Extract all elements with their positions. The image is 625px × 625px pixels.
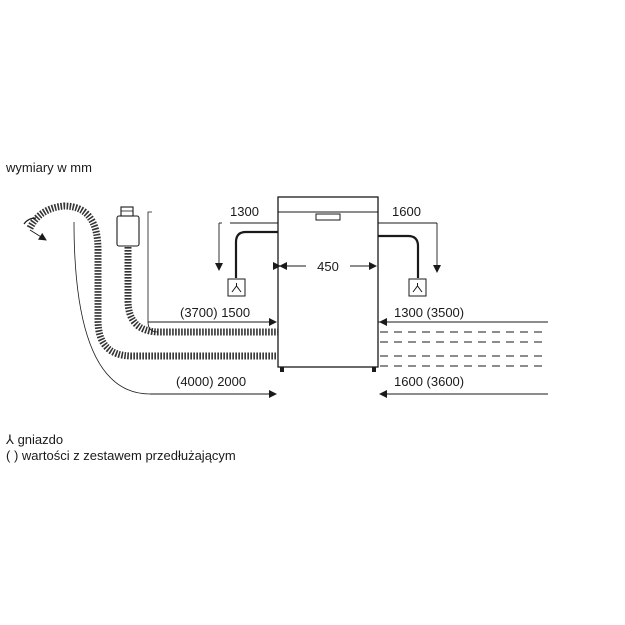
legend-extension: ( ) wartości z zestawem przedłużającym [6, 448, 236, 463]
units-note: wymiary w mm [6, 160, 92, 175]
drain-hose-end [23, 217, 47, 241]
left-short-dimension [147, 211, 277, 333]
width-label: 450 [317, 259, 339, 274]
dishwasher-outline [277, 196, 379, 372]
extension-legend-label: wartości z zestawem przedłużającym [21, 448, 236, 463]
hose-connector [116, 206, 140, 247]
right-cable-label: 1600 [392, 204, 421, 219]
drain-hose-left [26, 202, 278, 360]
socket-legend-label: gniazdo [17, 432, 64, 447]
left-cable-label: 1300 [230, 204, 259, 219]
left-socket-icon [227, 278, 246, 297]
right-hoses [378, 321, 548, 367]
right-long-label: 1600 (3600) [394, 374, 464, 389]
right-cable [378, 222, 441, 278]
socket-legend-icon: ⅄ [6, 432, 14, 447]
inlet-hose-left [124, 232, 278, 336]
left-long-dimension [73, 221, 277, 398]
left-short-label: (3700) 1500 [180, 305, 250, 320]
left-long-label: (4000) 2000 [176, 374, 246, 389]
extension-legend-symbol: ( ) [6, 448, 19, 463]
left-cable [215, 222, 278, 278]
right-short-label: 1300 (3500) [394, 305, 464, 320]
right-socket-icon [408, 278, 427, 297]
legend-socket: ⅄ gniazdo [6, 432, 63, 448]
